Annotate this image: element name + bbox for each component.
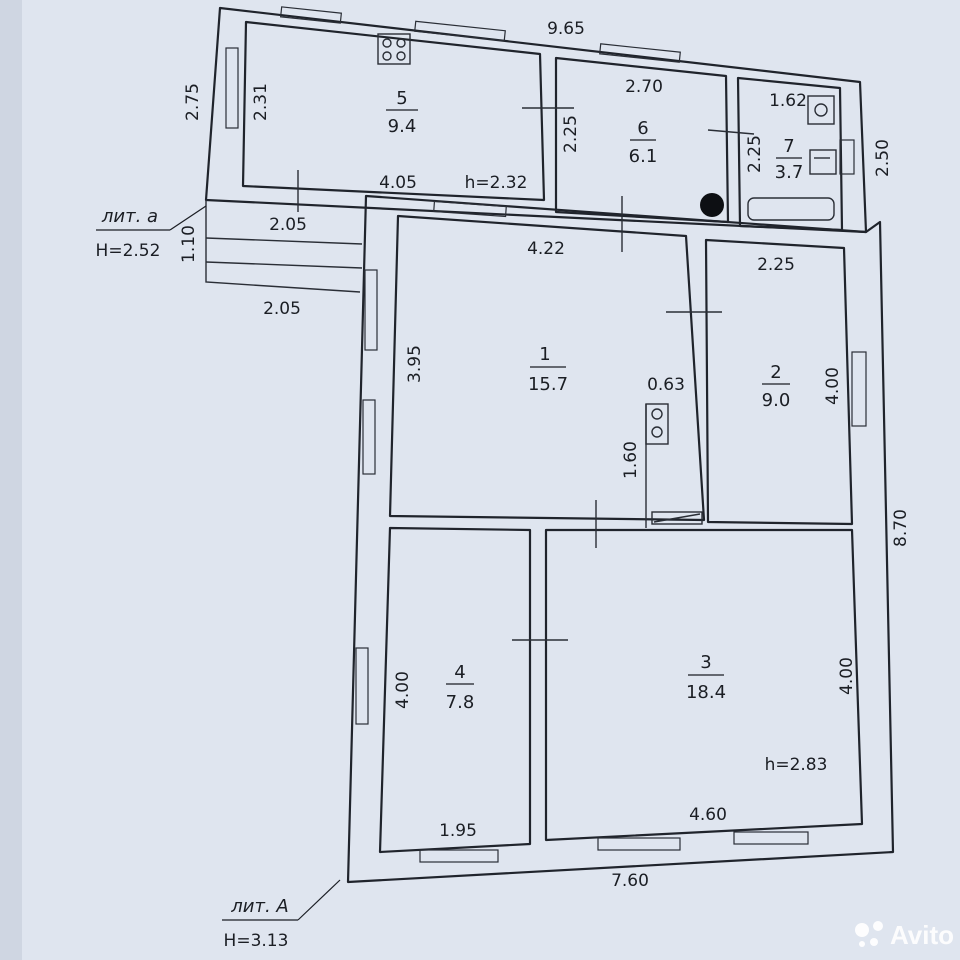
room-6-label: 6 6.1 <box>629 118 658 167</box>
paper-binding-edge <box>0 0 22 960</box>
dim-porch-width-top: 2.05 <box>269 215 307 235</box>
windows <box>225 6 867 863</box>
room-3-number: 3 <box>700 652 711 673</box>
lit-A-main-height: H=3.13 <box>224 931 289 951</box>
window-r1-top <box>433 200 507 218</box>
dimension-labels: 9.65 2.75 2.31 4.05 h=2.32 2.70 2.25 1.6… <box>179 19 911 891</box>
door-marks <box>297 107 755 641</box>
dim-room-4-height: 4.00 <box>393 671 413 709</box>
room-1-area: 15.7 <box>528 374 568 395</box>
window-r5-top-2 <box>414 20 506 42</box>
dim-room-4-width: 1.95 <box>439 821 477 841</box>
window-r7-right <box>839 139 855 175</box>
room-4-walls <box>378 526 532 854</box>
dim-room-5-width: 4.05 <box>379 173 417 193</box>
avito-logo-icon <box>855 921 883 947</box>
dim-annex-right-height: 2.50 <box>873 139 893 177</box>
window-r3-bottom-2 <box>733 831 809 845</box>
room-7-label: 7 3.7 <box>775 136 804 183</box>
stove-icon <box>377 33 411 65</box>
room-5-label: 5 9.4 <box>386 88 418 137</box>
room-1-label: 1 15.7 <box>528 344 568 395</box>
room-7-number: 7 <box>783 136 794 157</box>
window-r5-top <box>279 6 343 24</box>
dim-room-1-width: 4.22 <box>527 239 565 259</box>
window-r4-bottom <box>419 849 499 863</box>
main-house-walls <box>346 194 895 884</box>
dim-room-2-height: 4.00 <box>823 367 843 405</box>
window-r2-right <box>851 351 867 427</box>
room-2-walls <box>704 238 854 526</box>
dim-niche-width: 0.63 <box>647 375 685 395</box>
dim-room-2-width: 2.25 <box>757 255 795 275</box>
dim-annex-outer-height: 2.75 <box>183 83 203 121</box>
room-labels: 5 9.4 6 6.1 7 3.7 1 15.7 2 9.0 3 18.4 <box>386 88 803 713</box>
room-4-label: 4 7.8 <box>446 662 475 713</box>
window-r1-left-1 <box>364 269 378 351</box>
dim-room-7-height: 2.25 <box>745 135 765 173</box>
fixtures <box>377 33 837 525</box>
avito-watermark: Avito <box>855 920 954 950</box>
room-6-number: 6 <box>637 118 648 139</box>
room-7-area: 3.7 <box>775 162 804 183</box>
porch-step-1 <box>205 237 363 245</box>
room-5-number: 5 <box>396 88 407 109</box>
window-r5-left <box>225 47 239 129</box>
room-2-area: 9.0 <box>762 390 791 411</box>
room-2-number: 2 <box>770 362 781 383</box>
room-6-area: 6.1 <box>629 146 658 167</box>
dim-room-3-width: 4.60 <box>689 805 727 825</box>
window-r4-left <box>355 647 369 725</box>
boiler-icon <box>700 193 724 217</box>
room-3-walls <box>544 528 864 842</box>
porch-step-2 <box>205 261 363 269</box>
dim-room-1-height: 3.95 <box>405 345 425 383</box>
toilet-icon <box>809 149 837 175</box>
dim-porch-height: 1.10 <box>179 225 199 263</box>
room-3-area: 18.4 <box>686 682 726 703</box>
dim-niche-height: 1.60 <box>621 441 641 479</box>
room-1-walls <box>388 214 706 522</box>
dim-room-6-height: 2.25 <box>561 115 581 153</box>
room-3-label: 3 18.4 <box>686 652 726 703</box>
dim-top-width: 9.65 <box>547 19 585 39</box>
room-4-number: 4 <box>454 662 465 683</box>
room-5-walls <box>241 20 546 202</box>
bathtub-icon <box>747 197 835 221</box>
dim-room-5-ceiling: h=2.32 <box>465 173 528 193</box>
dim-room-6-width: 2.70 <box>625 77 663 97</box>
dim-right-height: 8.70 <box>891 509 911 547</box>
avito-wordmark: Avito <box>890 920 954 950</box>
room-5-area: 9.4 <box>388 116 417 137</box>
dim-room-7-width: 1.62 <box>769 91 807 111</box>
door-mark-r6-r7 <box>707 129 755 135</box>
porch-outline <box>205 200 361 293</box>
lit-a-small-name: лит. а <box>101 206 158 227</box>
dim-room-3-ceiling: h=2.83 <box>765 755 828 775</box>
dim-porch-width-bottom: 2.05 <box>263 299 301 319</box>
lit-a-small-height: H=2.52 <box>96 241 161 261</box>
lit-a-small-label: лит. а H=2.52 <box>96 205 207 261</box>
dim-bottom-width: 7.60 <box>611 871 649 891</box>
lit-A-main-label: лит. А H=3.13 <box>222 879 341 951</box>
window-r1-left-2 <box>362 399 376 475</box>
dim-room-3-height: 4.00 <box>837 657 857 695</box>
window-r3-bottom-1 <box>597 837 681 851</box>
lit-A-main-name: лит. А <box>230 896 288 917</box>
room-2-label: 2 9.0 <box>762 362 791 411</box>
window-r6-top <box>599 43 681 63</box>
porch <box>205 200 363 293</box>
dim-room-5-height: 2.31 <box>251 83 271 121</box>
room-1-number: 1 <box>539 344 550 365</box>
heating-stove-icon <box>645 403 703 525</box>
sink-icon <box>807 95 835 125</box>
room-4-area: 7.8 <box>446 692 475 713</box>
main-outer-wall <box>346 194 895 884</box>
